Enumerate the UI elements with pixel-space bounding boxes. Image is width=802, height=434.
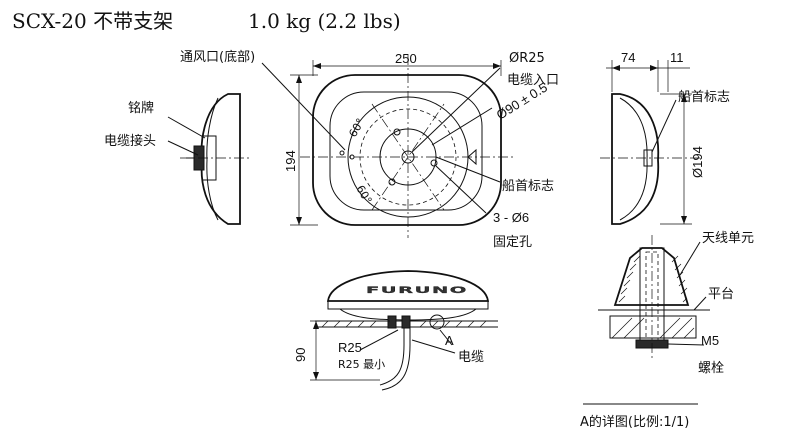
bend-radius-min-label: R25 最小: [338, 358, 385, 371]
top-view: [261, 55, 515, 238]
side-diameter-dimension: Ø194: [690, 146, 705, 178]
detail-a-view: [598, 235, 710, 360]
cable-label: 电缆: [458, 349, 484, 365]
holes-label: 3 - Ø6: [493, 210, 529, 225]
front-height-dimension: 90: [293, 348, 308, 362]
platform-label: 平台: [708, 287, 734, 302]
radius-label: ØR25: [509, 51, 545, 66]
detail-caption: A的详图(比例:1/1): [580, 414, 689, 430]
vent-label: 通风口(底部): [180, 49, 255, 65]
height-dimension: 194: [283, 150, 298, 172]
callout-a-label: A: [445, 333, 454, 348]
left-side-view: [167, 93, 250, 225]
width-dimension: 250: [395, 51, 417, 66]
side-depth-dimension: 74: [621, 50, 635, 65]
bend-radius-label: R25: [338, 340, 362, 355]
antenna-unit-label: 天线单元: [702, 231, 754, 246]
nameplate-label: 铭牌: [128, 100, 154, 116]
cable-entry-label: 电缆入口: [507, 72, 559, 88]
right-side-view: [600, 60, 700, 225]
side-base-dimension: 11: [670, 50, 684, 65]
connector-label: 电缆接头: [104, 133, 156, 149]
angle-bottom-label: 60°: [353, 183, 374, 206]
front-view: FURUNO: [310, 270, 498, 391]
bolt-size-label: M5: [701, 333, 719, 348]
bolt-label: 螺栓: [698, 361, 724, 376]
brand-mark: FURUNO: [366, 285, 468, 296]
heading-mark-center-label: 船首标志: [502, 179, 554, 194]
heading-mark-top-label: 船首标志: [678, 90, 730, 105]
angle-top-label: 60°: [346, 116, 367, 139]
fixing-holes-label: 固定孔: [493, 235, 532, 250]
weight-label: 1.0 kg (2.2 lbs): [248, 9, 401, 33]
model-title: SCX-20 不带支架: [12, 9, 173, 33]
